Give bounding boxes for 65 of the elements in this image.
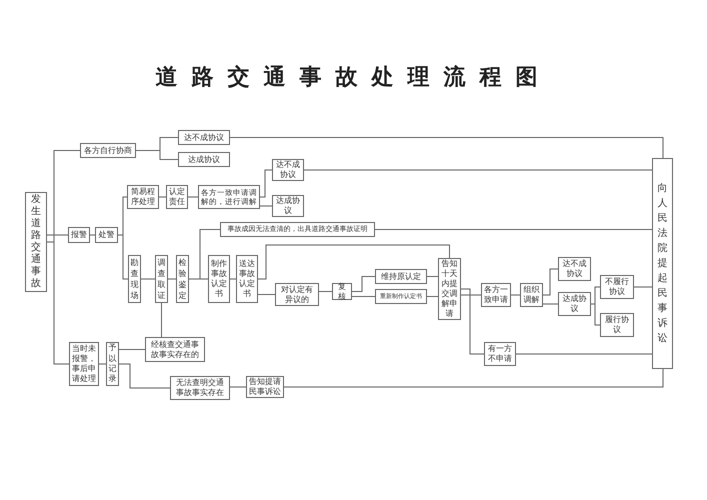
process-box: 送达事故认定书 (236, 255, 258, 303)
connector-line (634, 286, 652, 288)
connector-line (542, 268, 558, 296)
connector-line (46, 234, 68, 236)
process-box: 处警 (95, 227, 118, 243)
connector-line (161, 302, 162, 338)
process-box: 对认定有异议的 (275, 283, 319, 306)
connector-line (46, 242, 70, 364)
connector-line (352, 296, 376, 297)
process-box: 组织调解 (520, 283, 543, 307)
process-box: 检验鉴定 (176, 255, 189, 303)
process-box: 制作事故认定书 (208, 255, 230, 303)
connector-line (230, 278, 236, 280)
process-box: 当时未报警，事后申请处理 (69, 342, 99, 386)
title: 道路交通事故处理流程图 (154, 63, 552, 92)
process-box: 达成协议 (178, 152, 230, 167)
connector-line (260, 170, 272, 198)
process-box: 调查取证 (155, 255, 168, 303)
connector-line (118, 349, 146, 350)
process-box: 发生道路交通事故 (25, 192, 47, 292)
connector-line (140, 278, 156, 280)
process-box: 达不成协议 (178, 130, 230, 145)
connector-line (230, 137, 664, 158)
connector-line (168, 278, 176, 280)
process-box: 有一方不申请 (484, 342, 516, 366)
process-box: 简易程序处理 (127, 185, 159, 209)
connector-line (188, 196, 198, 198)
connector-line (460, 294, 482, 296)
connector-line (136, 150, 178, 160)
connector-line (374, 229, 652, 230)
connector-line (510, 294, 520, 296)
process-box: 不履行协议 (600, 275, 634, 299)
connector-line (318, 291, 332, 292)
process-box: 履行协议 (600, 313, 634, 337)
process-box: 告知十天内提交调解申请 (438, 258, 461, 320)
connector-line (460, 288, 484, 354)
connector-line (284, 368, 664, 388)
process-box: 维持原认定 (375, 269, 427, 284)
process-box: 各方自行协商 (80, 143, 136, 158)
process-box: 告知提请民事诉讼 (246, 376, 284, 398)
process-box: 报警 (68, 227, 90, 243)
process-box: 勘查现场 (128, 255, 141, 303)
connector-line (352, 276, 376, 292)
process-box: 予以记录 (106, 342, 119, 386)
connector-line (158, 196, 166, 198)
process-box: 无法查明交通事故事实存在 (170, 376, 230, 400)
connector-line (118, 364, 170, 388)
process-box: 经核查交通事故事实存在的 (145, 337, 205, 362)
process-box: 达不成协议 (272, 159, 304, 181)
process-box: 各方一致申请 (481, 283, 511, 307)
connector-line (118, 234, 128, 280)
process-box: 向人民法院提起民事诉讼 (652, 158, 673, 369)
process-box: 达成协议 (272, 195, 304, 217)
connector-line (258, 294, 276, 295)
process-box: 达成协议 (558, 292, 591, 316)
connector-line (230, 386, 246, 388)
connector-line (426, 296, 438, 297)
process-box: 复核 (332, 283, 352, 300)
connector-line (188, 278, 208, 280)
process-box: 认定责任 (166, 185, 188, 209)
connector-line (90, 234, 96, 236)
process-box: 达不成协议 (558, 257, 591, 281)
connector-line (426, 276, 438, 277)
connector-line (258, 244, 450, 280)
connector-line (590, 304, 600, 326)
